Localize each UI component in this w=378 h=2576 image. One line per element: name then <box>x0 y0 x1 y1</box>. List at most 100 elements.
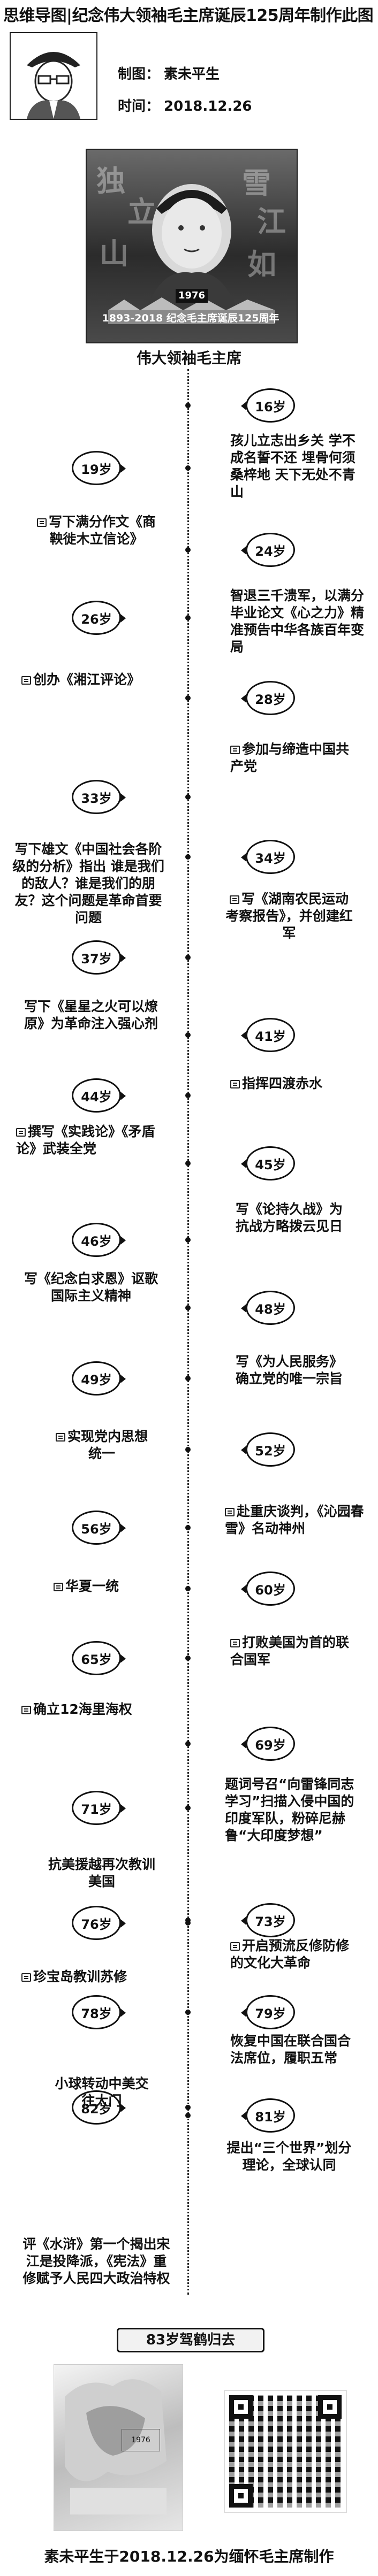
timeline-event: 孩儿立志出乡关 学不成名誓不还 埋骨何须桑梓地 天下无处不青山 <box>230 432 364 501</box>
timeline-event: 写下《星星之火可以燎原》为革命注入强心剂 <box>16 998 166 1032</box>
footer-photo: 1976 <box>54 2364 183 2531</box>
age-marker: 71岁 <box>72 1791 126 1825</box>
age-marker: 33岁 <box>72 780 126 814</box>
age-marker: 52岁 <box>241 1432 295 1467</box>
age-marker: 37岁 <box>72 940 126 975</box>
timeline-event: 恢复中国在联合国合法席位，履职五常 <box>230 2033 359 2067</box>
timeline-event: 抗美援越再次教训美国 <box>48 1856 155 1890</box>
age-marker: 26岁 <box>72 601 126 635</box>
qr-finder-icon <box>229 2484 253 2508</box>
age-marker: 34岁 <box>241 840 295 874</box>
event-text: 创办《湘江评论》 <box>33 672 141 687</box>
timeline-dot <box>185 1655 191 1661</box>
event-text: 写下雄文《中国社会各阶级的分析》指出 谁是我们的敌人？谁是我们的朋友？这个问题是… <box>12 841 164 925</box>
time-value: 2018.12.26 <box>164 98 252 114</box>
event-text: 智退三千溃军，以满分毕业论文《心之力》精准预告中华各族百年变局 <box>230 588 365 655</box>
photo-caption: 1976 <box>122 2429 160 2451</box>
footer-text: 素未平生于2018.12.26为缅怀毛主席制作 <box>44 2548 334 2565</box>
event-text: 写《论持久战》为抗战方略拨云见日 <box>235 1201 343 1234</box>
timeline-axis <box>187 369 190 2295</box>
event-text: 华夏一统 <box>65 1578 119 1594</box>
timeline-dot <box>185 1032 191 1038</box>
event-text: 写《湖南农民运动考察报告》，并创建红军 <box>225 891 353 941</box>
page-title: 思维导图|纪念伟大领袖毛主席诞辰125周年制作此图 <box>3 6 374 25</box>
qr-finder-icon <box>318 2395 342 2419</box>
age-marker: 16岁 <box>241 388 295 423</box>
event-text: 恢复中国在联合国合法席位，履职五常 <box>230 2033 351 2066</box>
note-icon <box>21 1973 31 1982</box>
timeline-event: 写《纪念白求恩》讴歌国际主义精神 <box>21 1270 161 1305</box>
event-text: 小球转动中美交往大门 <box>55 2076 149 2109</box>
timeline-dot <box>185 1376 191 1381</box>
poster-year-badge: 1976 <box>176 289 208 303</box>
timeline-dot <box>185 547 191 553</box>
timeline-dot <box>185 2105 191 2110</box>
event-text: 写《纪念白求恩》讴歌国际主义精神 <box>24 1271 158 1304</box>
age-marker: 46岁 <box>72 1223 126 1257</box>
timeline-dot <box>185 1586 191 1591</box>
timeline-dot <box>185 2010 191 2015</box>
timeline-dot <box>185 955 191 960</box>
age-marker: 60岁 <box>241 1571 295 1606</box>
poster-caption: 1893-2018 纪念毛主席诞辰125周年 <box>102 312 279 324</box>
timeline-dot <box>185 465 191 471</box>
maker-label: 制图： <box>118 66 160 82</box>
qr-finder-icon <box>229 2395 253 2419</box>
avatar-illustration-icon <box>11 33 96 119</box>
timeline-event: 写《湖南农民运动考察报告》，并创建红军 <box>225 891 353 942</box>
event-text: 指挥四渡赤水 <box>242 1076 323 1091</box>
age-marker: 48岁 <box>241 1291 295 1325</box>
age-marker: 78岁 <box>72 1995 126 2029</box>
age-marker: 44岁 <box>72 1078 126 1113</box>
time-label: 时间： <box>118 98 160 114</box>
note-icon <box>230 1942 240 1951</box>
maker-line: 制图：素未平生 <box>118 63 220 83</box>
note-icon <box>21 676 31 685</box>
event-text: 打败美国为首的联合国军 <box>230 1635 350 1667</box>
timeline-event: 珍宝岛教训苏修 <box>21 1968 171 1985</box>
timeline-dot <box>185 2113 191 2118</box>
note-icon <box>230 1639 240 1647</box>
timeline-event: 智退三千溃军，以满分毕业论文《心之力》精准预告中华各族百年变局 <box>230 587 364 656</box>
note-icon <box>21 1706 31 1714</box>
event-text: 赴重庆谈判，《沁园春雪》名动神州 <box>225 1504 364 1536</box>
event-text: 写下满分作文《商鞅徙木立信论》 <box>48 514 156 547</box>
qr-code[interactable] <box>224 2390 347 2513</box>
author-avatar <box>10 32 97 120</box>
timeline-dot <box>185 1447 191 1452</box>
timeline-dot <box>185 1093 191 1098</box>
timeline-dot <box>185 695 191 701</box>
timeline-dot <box>185 615 191 620</box>
event-text: 开启预流反修防修的文化大革命 <box>230 1938 350 1971</box>
timeline-dot <box>185 1741 191 1746</box>
event-text: 实现党内思想统一 <box>67 1429 148 1461</box>
note-icon <box>229 895 239 904</box>
timeline-event: 写《为人民服务》确立党的唯一宗旨 <box>230 1353 348 1387</box>
event-text: 评《水浒》第一个揭出宋江是投降派，《宪法》重修赋予人民四大政治特权 <box>22 2236 170 2286</box>
timeline-event: 打败美国为首的联合国军 <box>230 1634 359 1668</box>
timeline-event: 写下雄文《中国社会各阶级的分析》指出 谁是我们的敌人？谁是我们的朋友？这个问题是… <box>11 841 166 926</box>
event-text: 撰写《实践论》《矛盾论》武装全党 <box>16 1124 155 1156</box>
sculpture-photo-icon <box>65 2379 167 2514</box>
event-text: 珍宝岛教训苏修 <box>33 1969 127 1984</box>
timeline-dot <box>185 1920 191 1926</box>
timeline-event: 撰写《实践论》《矛盾论》武装全党 <box>16 1123 171 1157</box>
note-icon <box>230 1080 240 1088</box>
age-marker: 81岁 <box>241 2098 295 2133</box>
event-text: 确立12海里海权 <box>33 1701 132 1717</box>
age-marker: 73岁 <box>241 1903 295 1937</box>
timeline-event: 写下满分作文《商鞅徙木立信论》 <box>32 513 161 548</box>
timeline-event: 开启预流反修防修的文化大革命 <box>230 1937 359 1972</box>
age-marker: 76岁 <box>72 1906 126 1940</box>
timeline-event: 写《论持久战》为抗战方略拨云见日 <box>230 1201 348 1235</box>
event-text: 写《为人民服务》确立党的唯一宗旨 <box>235 1354 343 1386</box>
timeline-event: 评《水浒》第一个揭出宋江是投降派，《宪法》重修赋予人民四大政治特权 <box>21 2236 171 2287</box>
timeline-dot <box>185 854 191 860</box>
timeline-dot <box>185 1805 191 1811</box>
timeline-event: 提出“三个世界”划分理论，全球认同 <box>225 2140 353 2174</box>
age-marker: 65岁 <box>72 1641 126 1675</box>
timeline-dot <box>185 1237 191 1243</box>
timeline-event: 确立12海里海权 <box>21 1701 171 1718</box>
timeline-dot <box>185 1161 191 1166</box>
event-text: 题词号召“向雷锋同志学习”扫描入侵中国的印度军队，粉碎尼赫鲁“大印度梦想” <box>225 1776 354 1843</box>
